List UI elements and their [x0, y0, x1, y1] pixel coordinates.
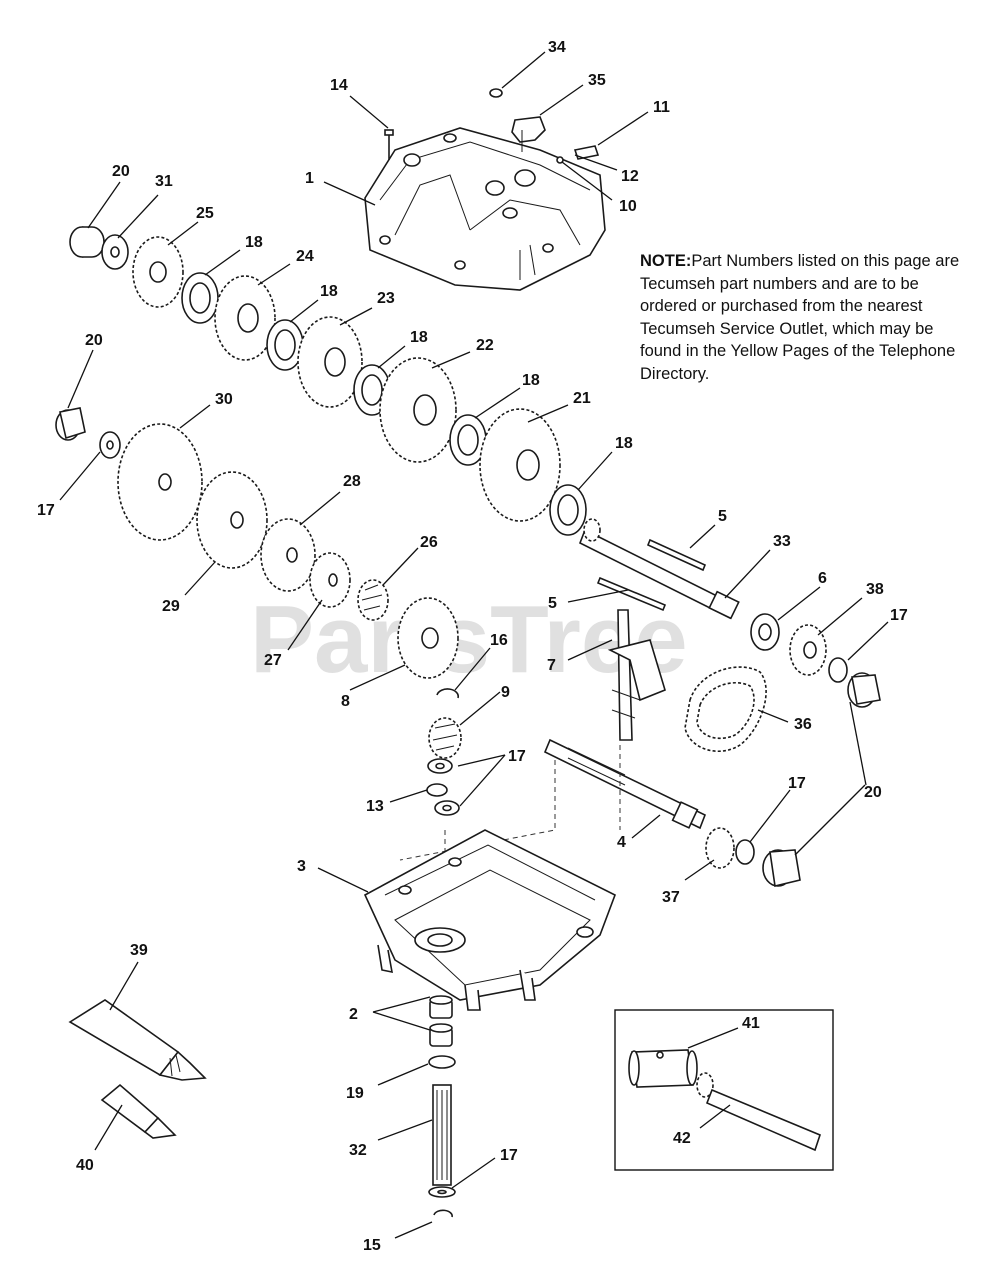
callout-2: 2 — [349, 1006, 358, 1023]
callout-32: 32 — [349, 1142, 367, 1159]
callout-25: 25 — [196, 205, 214, 222]
callout-6: 6 — [818, 570, 827, 587]
callout-1: 1 — [305, 170, 314, 187]
callout-5-top: 5 — [718, 508, 727, 525]
callout-18-a: 18 — [245, 234, 263, 251]
callout-11: 11 — [653, 99, 670, 116]
housing-hardware — [384, 88, 600, 164]
callout-22: 22 — [476, 337, 494, 354]
callout-35: 35 — [588, 72, 606, 89]
callout-3: 3 — [297, 858, 306, 875]
callout-24: 24 — [296, 248, 314, 265]
callout-39: 39 — [130, 942, 148, 959]
upper-gear-train — [69, 226, 587, 536]
callout-21: 21 — [573, 390, 591, 407]
lower-gear-train — [55, 407, 459, 679]
callout-4: 4 — [617, 834, 626, 851]
ordering-note: NOTE:Part Numbers listed on this page ar… — [640, 250, 960, 385]
callout-17-left: 17 — [37, 502, 55, 519]
callout-20-top: 20 — [112, 163, 130, 180]
callout-31: 31 — [155, 173, 173, 190]
callout-33: 33 — [773, 533, 791, 550]
callout-17-lower: 17 — [788, 775, 806, 792]
callout-38: 38 — [866, 581, 884, 598]
callout-34: 34 — [548, 39, 566, 56]
callout-9: 9 — [501, 684, 510, 701]
callout-17-right: 17 — [890, 607, 908, 624]
input-shaft-stack — [428, 995, 456, 1218]
callout-20-left: 20 — [85, 332, 103, 349]
inset-box — [614, 1009, 834, 1171]
callout-numbers: 1 14 34 35 11 12 10 20 31 25 18 24 18 23… — [37, 39, 908, 1254]
note-text: Part Numbers listed on this page are Tec… — [640, 252, 960, 383]
callout-19: 19 — [346, 1085, 364, 1102]
callout-15: 15 — [363, 1237, 381, 1254]
callout-18-c: 18 — [410, 329, 428, 346]
callout-27: 27 — [264, 652, 282, 669]
callout-30: 30 — [215, 391, 233, 408]
callout-5-mid: 5 — [548, 595, 557, 612]
callout-10: 10 — [619, 198, 637, 215]
callout-18-b: 18 — [320, 283, 338, 300]
callout-37: 37 — [662, 889, 680, 906]
leader-lines — [59, 51, 889, 1239]
upper-housing — [364, 127, 606, 291]
callout-16: 16 — [490, 632, 508, 649]
callout-18-e: 18 — [615, 435, 633, 452]
callout-20-right: 20 — [864, 784, 882, 801]
callout-36: 36 — [794, 716, 812, 733]
callout-29: 29 — [162, 598, 180, 615]
callout-14: 14 — [330, 77, 348, 94]
note-heading: NOTE: — [640, 252, 692, 270]
callout-13: 13 — [366, 798, 384, 815]
callout-42: 42 — [673, 1130, 691, 1147]
output-shaft-assembly — [543, 518, 881, 830]
callout-17-bottom: 17 — [500, 1147, 518, 1164]
sealant-tubes — [68, 999, 207, 1139]
callout-7: 7 — [547, 657, 556, 674]
callout-26: 26 — [420, 534, 438, 551]
callout-17-mid: 17 — [508, 748, 526, 765]
callout-41: 41 — [742, 1015, 760, 1032]
lower-housing — [363, 829, 617, 1011]
callout-40: 40 — [76, 1157, 94, 1174]
callout-8: 8 — [341, 693, 350, 710]
callout-23: 23 — [377, 290, 395, 307]
callout-18-d: 18 — [522, 372, 540, 389]
callout-28: 28 — [343, 473, 361, 490]
callout-12: 12 — [621, 168, 639, 185]
